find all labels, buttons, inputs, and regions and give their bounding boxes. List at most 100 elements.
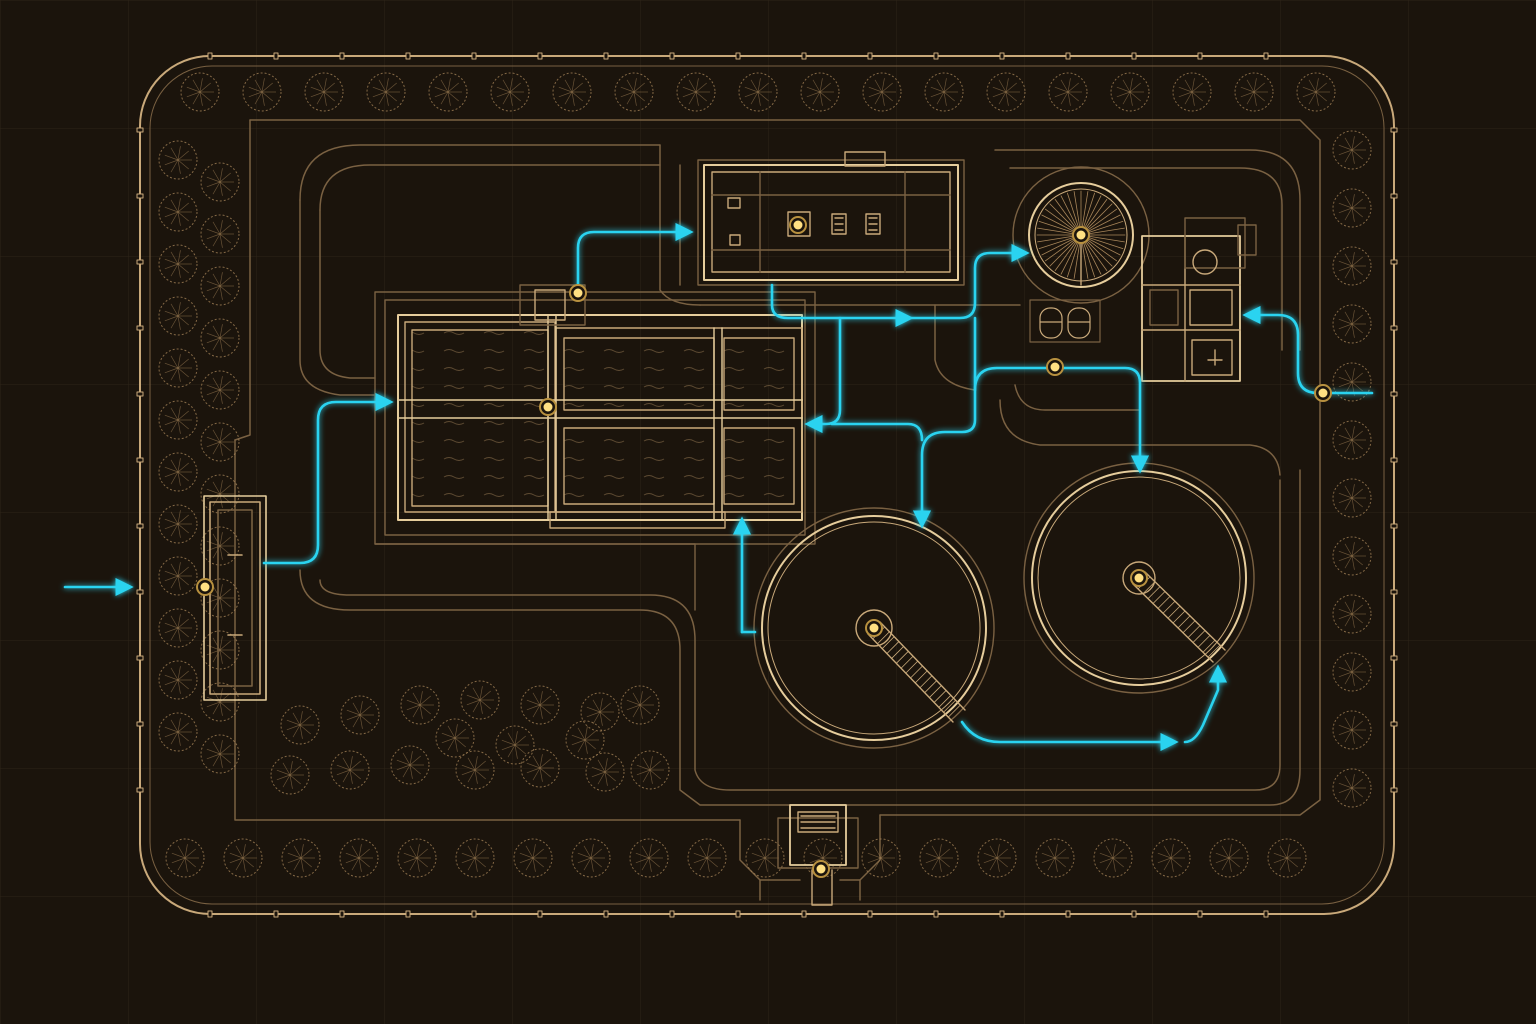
- flow-aeration-return: [830, 422, 924, 442]
- tree-canopy-icon: [180, 72, 220, 112]
- pump-skid: [1029, 299, 1101, 343]
- tree-canopy-icon: [495, 725, 535, 765]
- tree-canopy-icon: [745, 838, 785, 878]
- tree-canopy-icon: [200, 422, 240, 462]
- tree-canopy-icon: [435, 718, 475, 758]
- tree-canopy-icon: [1332, 188, 1372, 228]
- tree-canopy-icon: [223, 838, 263, 878]
- tree-canopy-icon: [630, 750, 670, 790]
- tree-canopy-icon: [513, 838, 553, 878]
- tree-canopy-icon: [158, 296, 198, 336]
- tree-canopy-icon: [366, 72, 406, 112]
- tree-canopy-icon: [861, 838, 901, 878]
- tree-canopy-icon: [1332, 246, 1372, 286]
- tree-canopy-icon: [1332, 130, 1372, 170]
- tree-canopy-icon: [158, 660, 198, 700]
- tree-canopy-icon: [552, 72, 592, 112]
- tree-canopy-icon: [158, 140, 198, 180]
- inlet-screen-building: [203, 495, 267, 701]
- tree-canopy-icon: [158, 348, 198, 388]
- tree-canopy-icon: [158, 712, 198, 752]
- flow-to-clarifier-1: [912, 316, 977, 529]
- tree-canopy-icon: [1035, 838, 1075, 878]
- tree-canopy-icon: [565, 720, 605, 760]
- tree-canopy-icon: [800, 72, 840, 112]
- flow-screen-to-aeration: [262, 392, 394, 565]
- flow-clarifier-return: [1183, 664, 1228, 744]
- tree-canopy-icon: [924, 72, 964, 112]
- tree-canopy-icon: [520, 748, 560, 788]
- tree-canopy-icon: [585, 752, 625, 792]
- tree-canopy-icon: [520, 685, 560, 725]
- flow-return-branch: [973, 366, 1150, 474]
- tree-canopy-icon: [158, 556, 198, 596]
- tree-canopy-icon: [158, 400, 198, 440]
- flow-building-down: [770, 283, 914, 328]
- tree-canopy-icon: [390, 745, 430, 785]
- tree-canopy-icon: [270, 755, 310, 795]
- node-dot-icon: [569, 284, 587, 302]
- tree-canopy-icon: [281, 838, 321, 878]
- flow-line: [63, 222, 1374, 752]
- node-dot-icon: [1314, 384, 1332, 402]
- control-building: [697, 151, 965, 286]
- tree-canopy-icon: [304, 72, 344, 112]
- tree-canopy-icon: [158, 452, 198, 492]
- aeration-basins: [374, 284, 816, 611]
- fence-posts: [136, 52, 1398, 918]
- node-dot-icon: [1130, 569, 1148, 587]
- tree-canopy-icon: [571, 838, 611, 878]
- tree-canopy-icon: [428, 72, 468, 112]
- tree-canopy-icon: [280, 705, 320, 745]
- tree-canopy-icon: [165, 838, 205, 878]
- tree-canopy-icon: [200, 162, 240, 202]
- tree-canopy-icon: [200, 318, 240, 358]
- tree-canopy-icon: [200, 578, 240, 618]
- flow-clarifier-link: [960, 720, 1179, 752]
- tree-canopy-icon: [330, 750, 370, 790]
- access-road: [234, 119, 1321, 901]
- node-dot-icon: [1072, 226, 1090, 244]
- tree-canopy-icon: [158, 504, 198, 544]
- tree-canopy-icon: [1267, 838, 1307, 878]
- tree-canopy-icon: [200, 734, 240, 774]
- tree-canopy-icon: [400, 685, 440, 725]
- tree-canopy-icon: [687, 838, 727, 878]
- tree-canopy-icon: [340, 695, 380, 735]
- tree-canopy-icon: [1332, 710, 1372, 750]
- tree-canopy-icon: [620, 685, 660, 725]
- site-boundary: [136, 52, 1398, 918]
- tree-canopy-icon: [460, 680, 500, 720]
- tree-canopy-icon: [1048, 72, 1088, 112]
- tree-canopy-icon: [1332, 420, 1372, 460]
- tree-canopy-icon: [397, 838, 437, 878]
- tree-canopy-icon: [1332, 652, 1372, 692]
- flow-outside-inlet: [1242, 305, 1374, 395]
- tree-canopy-icon: [676, 72, 716, 112]
- node-dot-icon: [789, 216, 807, 234]
- tree-canopy-icon: [1332, 304, 1372, 344]
- tree-canopy-icon: [1110, 72, 1150, 112]
- utility-building: [1141, 217, 1257, 382]
- tree-canopy: [158, 72, 1372, 878]
- tree-canopy-icon: [339, 838, 379, 878]
- tree-canopy-icon: [490, 72, 530, 112]
- tree-canopy-icon: [614, 72, 654, 112]
- tree-canopy-icon: [1172, 72, 1212, 112]
- tree-canopy-icon: [580, 692, 620, 732]
- tree-canopy-icon: [455, 750, 495, 790]
- thickener-tank: [1012, 166, 1150, 304]
- flow-building-to-aeration: [804, 316, 842, 434]
- clarifier-1: [753, 507, 995, 749]
- flow-tank-to-thickener: [908, 243, 1030, 320]
- flow-aeration-to-building: [576, 222, 694, 294]
- tree-canopy-icon: [919, 838, 959, 878]
- node-dot-icon: [1046, 358, 1064, 376]
- tree-canopy-icon: [200, 526, 240, 566]
- tree-canopy-icon: [738, 72, 778, 112]
- node-dot-icon: [865, 619, 883, 637]
- tree-canopy-icon: [1296, 72, 1336, 112]
- tree-canopy-icon: [1151, 838, 1191, 878]
- tree-canopy-icon: [629, 838, 669, 878]
